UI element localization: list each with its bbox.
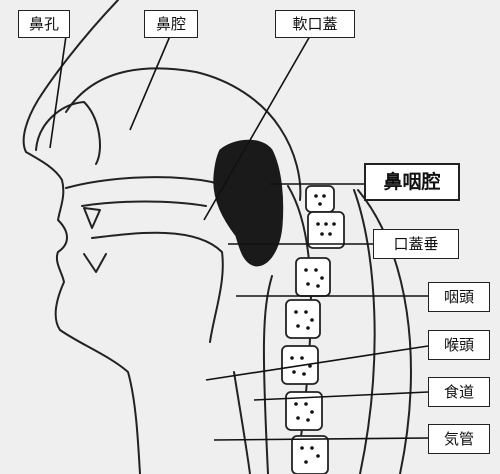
vertebra-6 <box>285 391 323 431</box>
palate-lower-outline <box>81 200 207 207</box>
face-profile-outline <box>22 0 141 474</box>
nasal-vestibule-outline <box>35 101 101 165</box>
nasopharynx-highlight <box>213 139 284 267</box>
label-larynx: 喉頭 <box>428 330 490 360</box>
label-nostril: 鼻孔 <box>18 10 70 38</box>
leader-esophagus <box>253 391 429 401</box>
vertebra-dots <box>290 194 336 464</box>
hard-palate-outline <box>65 176 237 209</box>
vertebra-3 <box>295 257 331 297</box>
spine-back-outline <box>353 189 376 474</box>
vertebra-2 <box>307 211 345 249</box>
label-pharynx: 咽頭 <box>428 282 490 312</box>
vertebra-4 <box>285 299 321 339</box>
label-uvula: 口蓋垂 <box>373 229 459 259</box>
leader-trachea <box>213 437 429 441</box>
label-soft-palate: 軟口蓋 <box>275 10 355 38</box>
leader-soft-palate <box>203 35 311 221</box>
label-trachea: 気管 <box>428 424 490 454</box>
skull-base-outline <box>65 67 302 201</box>
vertebra-1 <box>305 185 335 213</box>
vertebrae <box>281 185 345 474</box>
tongue-outline <box>91 231 224 343</box>
leader-nasal-cavity <box>129 35 171 131</box>
lower-teeth-outline <box>83 253 107 273</box>
neck-back-outline <box>357 189 412 474</box>
vertebra-7 <box>291 435 329 474</box>
pharynx-wall-outline <box>262 275 273 474</box>
leader-larynx <box>205 345 429 381</box>
leader-nostril <box>49 35 67 149</box>
label-nasopharynx: 鼻咽腔 <box>364 163 460 201</box>
label-esophagus: 食道 <box>428 377 490 407</box>
esophagus-outline <box>233 371 251 474</box>
label-nasal-cavity: 鼻腔 <box>144 10 198 38</box>
upper-teeth-outline <box>83 207 101 229</box>
